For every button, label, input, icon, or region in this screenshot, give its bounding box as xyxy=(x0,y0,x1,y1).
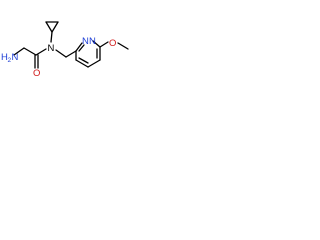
bond-ring-c4-c3-inner xyxy=(78,57,89,64)
atom-labels: H 2 N O N N N O xyxy=(1,36,116,79)
atom-carbonyl-o: O xyxy=(33,68,40,79)
bond-cyclopropyl-1 xyxy=(45,21,53,33)
bond-ring-c5-c4 xyxy=(87,59,101,68)
atom-ring-n2: N xyxy=(82,36,89,47)
atom-amine-h-count: 2 xyxy=(8,57,12,64)
bond-ring-c3-n2 xyxy=(75,42,83,52)
bond-o-methyl xyxy=(117,42,129,50)
bond-c6-o xyxy=(99,41,109,48)
bond-ring-n1-c6 xyxy=(92,40,101,48)
atom-amide-n: N xyxy=(48,43,55,54)
bond-ring-c3-n2-inner xyxy=(78,44,85,52)
bond-n-cyclopropyl xyxy=(50,31,53,43)
bond-n-ch2 xyxy=(55,49,67,58)
bond-amine-ch2 xyxy=(13,47,25,56)
bond-ch2-carbonyl xyxy=(23,47,37,56)
atom-ring-n1: N xyxy=(89,36,96,47)
bonds xyxy=(13,21,129,69)
atom-ether-o: O xyxy=(109,38,116,49)
bond-carbonyl-n xyxy=(35,48,47,56)
atom-amine-n: N xyxy=(12,52,19,63)
atom-amine-h: H xyxy=(1,52,8,63)
bond-cyclopropyl-3 xyxy=(51,21,59,33)
bond-ring-c4-c3 xyxy=(75,59,89,68)
bond-ch2-ring xyxy=(65,50,77,58)
molecule-structure: H 2 N O N N N O xyxy=(1,21,129,79)
